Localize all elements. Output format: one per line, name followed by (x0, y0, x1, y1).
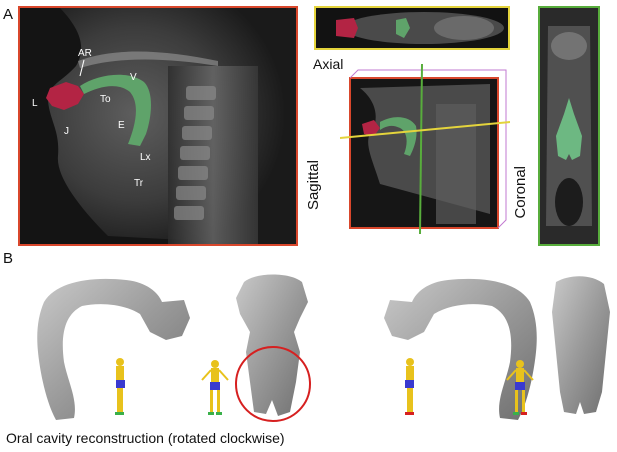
model-mirrored-side-view (384, 278, 537, 420)
axial-airway-region (396, 18, 410, 38)
axial-mri-image (314, 6, 510, 50)
coronal-airway-region (556, 98, 582, 160)
model-front-view (236, 274, 308, 416)
model-side-view (37, 278, 190, 420)
axial-plane-line (340, 121, 510, 139)
orientation-figure-1 (115, 358, 125, 415)
label-ar: AR (78, 48, 92, 59)
label-tr: Tr (134, 178, 144, 189)
axial-lips-region (336, 18, 358, 38)
sagittal-plane-outline (349, 77, 499, 229)
label-v: V (130, 72, 137, 83)
spine-vertebrae (174, 86, 216, 220)
orientation-figure-4 (506, 360, 534, 415)
coronal-label: Coronal (512, 166, 529, 219)
coronal-mri-image (538, 6, 600, 246)
lips-region (46, 82, 84, 110)
orientation-figure-3 (405, 358, 414, 415)
label-j: J (64, 126, 69, 137)
sagittal-frame (18, 6, 298, 246)
label-to: To (100, 94, 111, 105)
highlight-circle (235, 346, 311, 422)
orthogonal-slices-view (340, 64, 510, 235)
label-l: L (32, 98, 38, 109)
reconstruction-models (37, 274, 610, 422)
panel-letter-b: B (3, 250, 14, 267)
airway-region (80, 74, 151, 146)
panel-letter-a: A (3, 6, 14, 23)
label-e: E (118, 120, 125, 131)
axial-label: Axial (313, 56, 344, 72)
coronal-plane-line (419, 64, 423, 235)
label-lx: Lx (140, 152, 151, 163)
model-back-view (552, 276, 610, 414)
sagittal-label: Sagittal (305, 160, 322, 211)
sagittal-mri-image: AR L To V J E Lx Tr (18, 6, 298, 246)
caption: Oral cavity reconstruction (rotated cloc… (6, 430, 285, 446)
orientation-figure-2 (201, 360, 229, 415)
